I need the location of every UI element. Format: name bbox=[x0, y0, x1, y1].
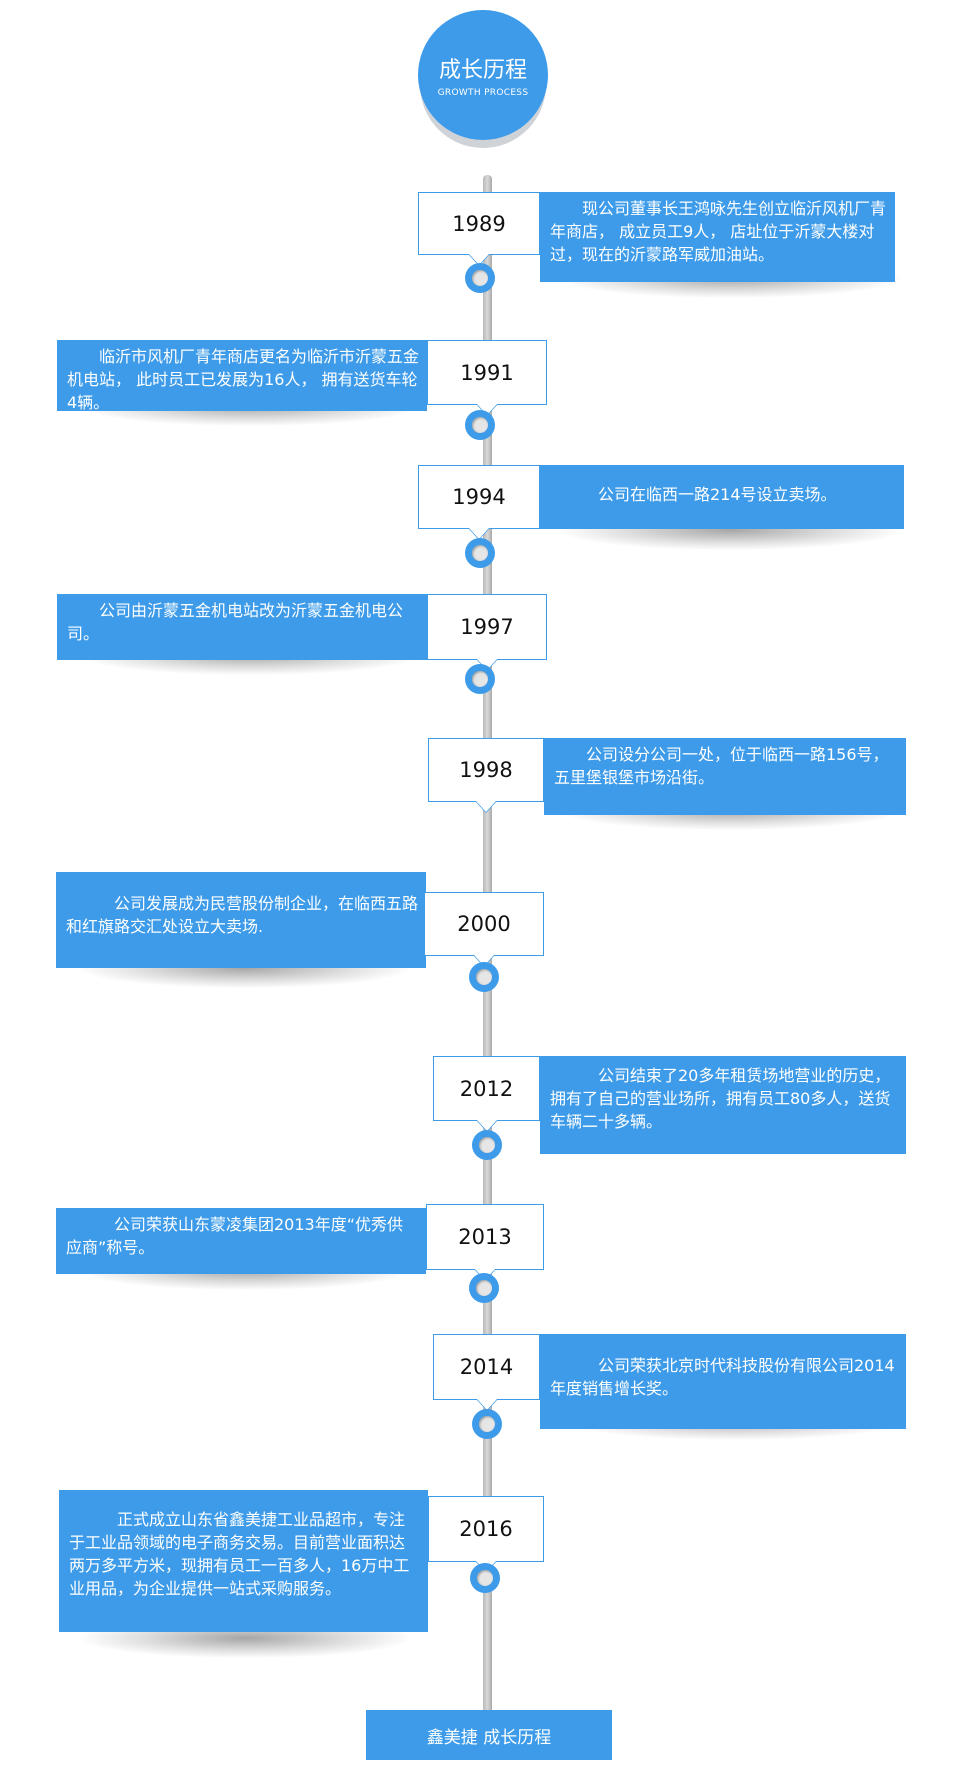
timeline-description: 公司结束了20多年租赁场地营业的历史，拥有了自己的营业场所，拥有员工80多人，送… bbox=[540, 1056, 906, 1154]
page-title: 成长历程 bbox=[438, 58, 527, 83]
timeline-description: 正式成立山东省鑫美捷工业品超市，专注于工业品领域的电子商务交易。目前营业面积达两… bbox=[59, 1490, 428, 1632]
timeline-node bbox=[470, 1563, 500, 1593]
timeline-description: 临沂市风机厂青年商店更名为临沂市沂蒙五金机电站， 此时员工已发展为16人， 拥有… bbox=[57, 340, 427, 412]
timeline-description: 公司荣获山东蒙凌集团2013年度“优秀供应商”称号。 bbox=[56, 1208, 426, 1274]
timeline-year: 1994 bbox=[418, 465, 540, 540]
timeline-node bbox=[472, 1130, 502, 1160]
timeline-description: 现公司董事长王鸿咏先生创立临沂风机厂青年商店， 成立员工9人， 店址位于沂蒙大楼… bbox=[540, 192, 895, 282]
timeline-node bbox=[469, 1273, 499, 1303]
timeline-description: 公司设分公司一处，位于临西一路156号，五里堡银堡市场沿街。 bbox=[544, 738, 906, 815]
timeline-description: 公司在临西一路214号设立卖场。 bbox=[540, 465, 904, 529]
timeline-year: 2013 bbox=[426, 1204, 544, 1281]
timeline-description: 公司荣获北京时代科技股份有限公司2014年度销售增长奖。 bbox=[540, 1334, 906, 1429]
timeline-description: 公司由沂蒙五金机电站改为沂蒙五金机电公司。 bbox=[57, 594, 427, 660]
timeline-year: 2000 bbox=[424, 892, 544, 967]
timeline-year: 2016 bbox=[428, 1496, 544, 1573]
footer-label: 鑫美捷 成长历程 bbox=[366, 1710, 612, 1760]
timeline-year: 1998 bbox=[428, 738, 544, 813]
timeline-node bbox=[465, 263, 495, 293]
timeline-year: 1997 bbox=[427, 594, 547, 671]
timeline-node bbox=[469, 962, 499, 992]
timeline-description: 公司发展成为民营股份制企业，在临西五路和红旗路交汇处设立大卖场. bbox=[56, 872, 426, 968]
timeline-year: 1991 bbox=[427, 340, 547, 416]
timeline-year: 1989 bbox=[418, 192, 540, 266]
timeline-node bbox=[472, 1409, 502, 1439]
header-badge: 成长历程 GROWTH PROCESS bbox=[418, 10, 548, 140]
page-subtitle: GROWTH PROCESS bbox=[437, 88, 529, 98]
timeline-node bbox=[465, 664, 495, 694]
timeline-node bbox=[465, 410, 495, 440]
timeline-year: 2012 bbox=[433, 1056, 540, 1132]
timeline-year: 2014 bbox=[433, 1334, 540, 1411]
timeline-node bbox=[465, 538, 495, 568]
